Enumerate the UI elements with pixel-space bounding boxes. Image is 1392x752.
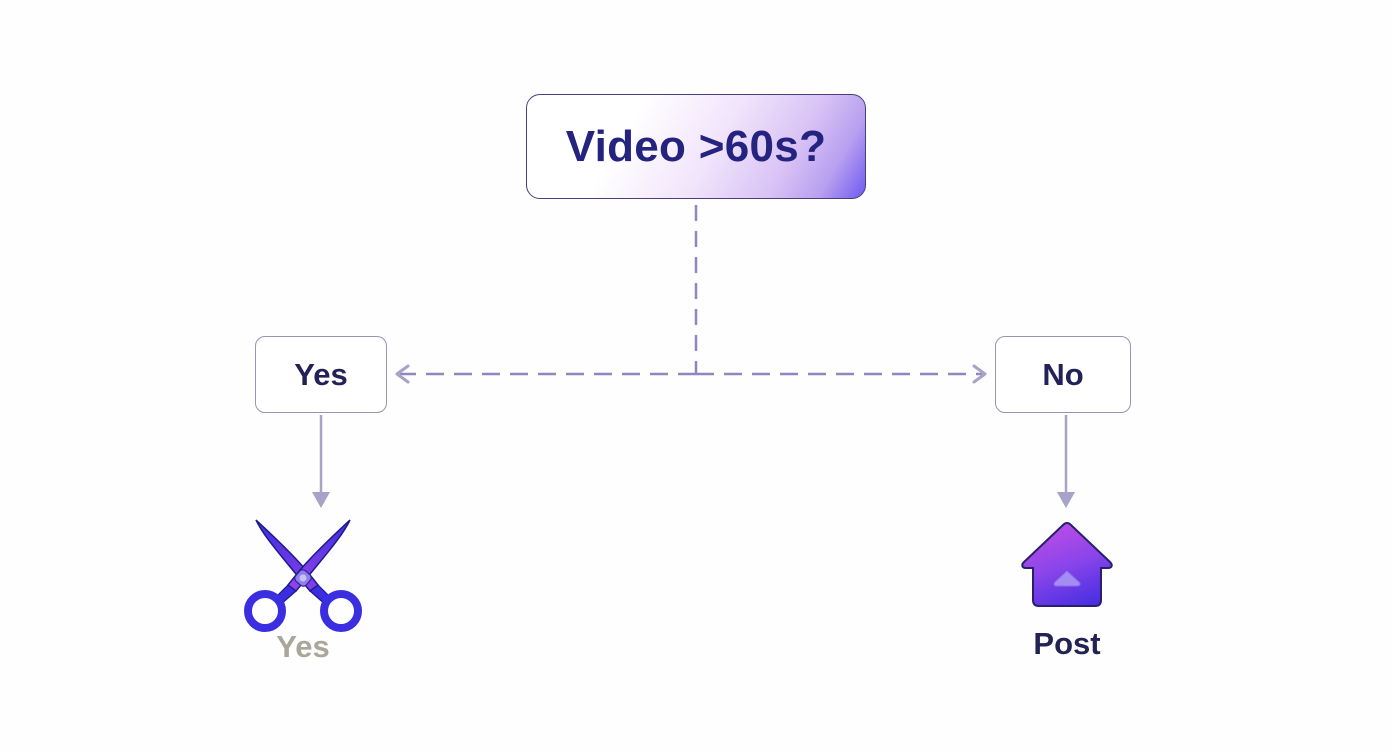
no-down-arrowhead-icon: [1057, 492, 1075, 508]
branch-no-node: No: [995, 336, 1131, 413]
scissors-icon: [244, 519, 362, 632]
no-arrowhead-icon: [972, 364, 987, 384]
house-icon: [1021, 521, 1113, 607]
outcome-cut-label: Yes: [276, 629, 330, 664]
outcome-post: Post: [1012, 520, 1122, 662]
outcome-cut: Yes: [240, 515, 366, 665]
branch-yes-node: Yes: [255, 336, 387, 413]
branch-no-label: No: [1042, 356, 1084, 392]
outcome-post-label: Post: [1033, 626, 1101, 661]
yes-arrowhead-icon: [395, 364, 410, 384]
decision-label: Video >60s?: [565, 121, 827, 171]
branch-yes-label: Yes: [294, 356, 348, 392]
decision-node: Video >60s?: [526, 94, 866, 199]
yes-down-arrowhead-icon: [312, 492, 330, 508]
